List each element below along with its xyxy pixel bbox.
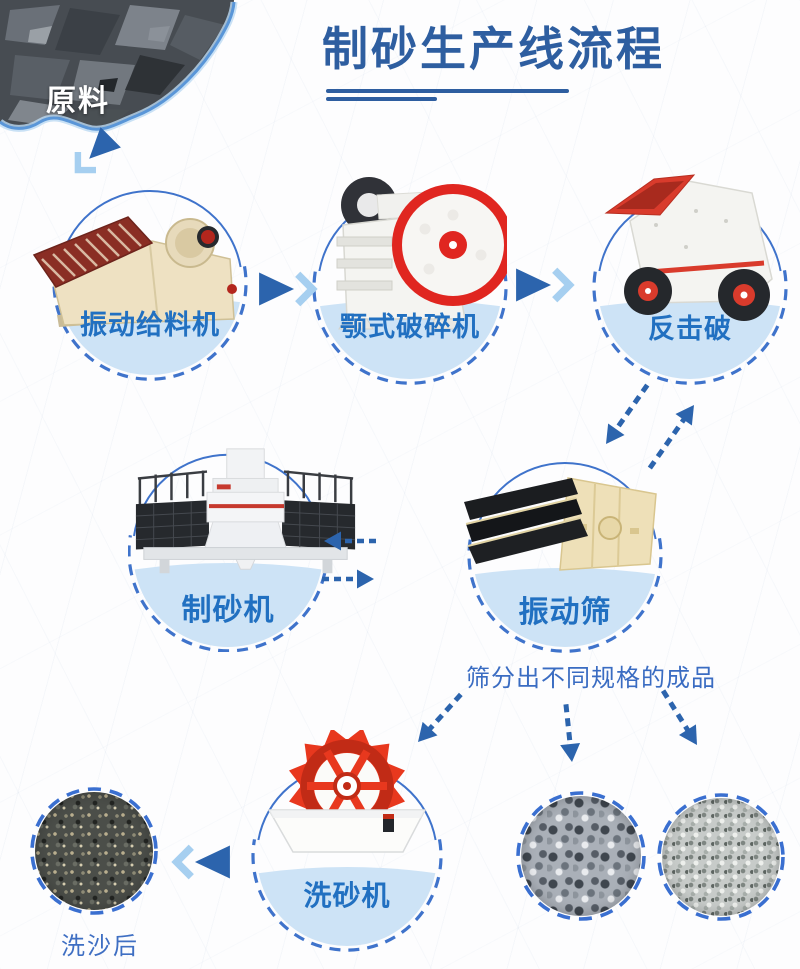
stage-vibrating-screen: 振动筛 (464, 455, 665, 655)
fine-aggregate-photo (655, 791, 787, 923)
jaw-crusher-illustration (336, 177, 507, 330)
dashed-ring (30, 787, 158, 915)
title-underline-short (326, 97, 437, 101)
stage-vibrating-feeder: 振动给料机 (32, 183, 250, 383)
dashed-ring (657, 793, 785, 921)
arrow-screen-to-fine-icon (660, 689, 697, 745)
arrow-feeder-to-jaw-icon (259, 271, 318, 307)
stage-sand-washer: 洗砂机 (247, 730, 447, 956)
washed-sand-photo (28, 785, 160, 917)
impact-crusher-illustration (604, 174, 773, 321)
stage-label: 制砂机 (181, 594, 275, 627)
arrow-screen-to-coarse-icon (560, 704, 581, 762)
vibrating-screen-illustration (464, 477, 657, 571)
dashed-ring (516, 791, 646, 921)
sand-maker-illustration (135, 448, 356, 574)
coarse-aggregate-image (521, 796, 641, 916)
stage-impact-crusher: 反击破 (590, 174, 790, 387)
arrow-jaw-to-impact-icon (516, 267, 575, 303)
screen-output-note: 筛分出不同规格的成品 (466, 665, 716, 692)
sand-washer-illustration (267, 730, 427, 853)
fine-aggregate-image (662, 798, 780, 916)
washed-sand-label: 洗沙后 (61, 933, 139, 960)
arrow-washer-to-washed-icon (171, 844, 230, 880)
coarse-aggregate-photo (514, 789, 648, 923)
raw-material-label: 原料 (46, 85, 110, 118)
stage-label: 反击破 (648, 314, 732, 344)
stage-jaw-crusher: 颚式破碎机 (310, 177, 510, 387)
stage-label: 振动给料机 (80, 310, 220, 340)
arrow-impact-to-screen-icon (606, 383, 650, 444)
stage-label: 振动筛 (518, 596, 612, 629)
page-title: 制砂生产线流程 (322, 23, 665, 75)
washed-sand-image (35, 792, 153, 910)
stage-label: 颚式破碎机 (340, 312, 480, 342)
title-underline-long (326, 89, 569, 93)
stage-sand-maker: 制砂机 (128, 448, 356, 652)
vibrating-feeder-illustration (32, 216, 237, 327)
stage-label: 洗砂机 (303, 880, 391, 911)
raw-material-photo (0, 0, 238, 133)
